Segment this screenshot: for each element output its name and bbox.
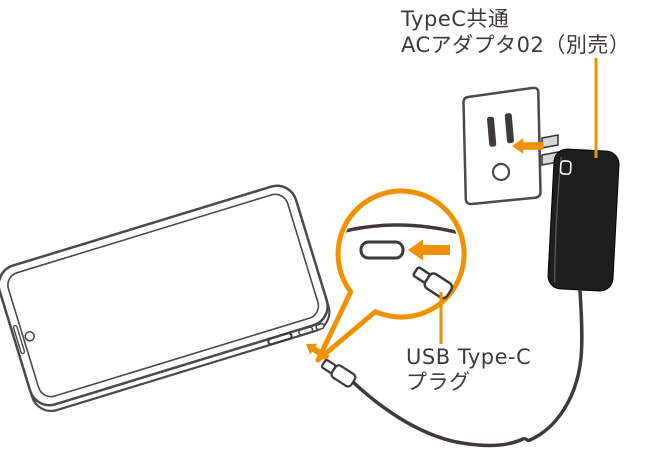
phone-screen	[7, 193, 320, 398]
port-zoom-callout-bubble	[315, 188, 467, 363]
adapter-label-line1: TypeC共通	[400, 7, 509, 31]
ac-adapter	[547, 148, 620, 292]
charging-cable	[351, 289, 584, 448]
plug-label-line2: プラグ	[406, 370, 471, 394]
ac-adapter-body	[547, 148, 620, 292]
zoom-usb-plug	[412, 266, 454, 300]
wall-outlet	[462, 86, 542, 206]
plug-body	[330, 364, 357, 388]
outlet-screw	[491, 162, 511, 182]
zoom-plug-body	[423, 272, 454, 300]
zoom-usb-port	[359, 240, 405, 260]
phone-notch-camera-icon	[24, 330, 36, 342]
phone-side-button-1	[298, 326, 314, 336]
outlet-slot-left	[487, 116, 497, 147]
phone-earpiece-slot	[12, 324, 26, 355]
phone-usb-port	[267, 332, 293, 346]
smartphone	[0, 184, 331, 412]
usb-type-c-plug	[320, 358, 357, 388]
plug-label-line1: USB Type-C	[406, 345, 531, 369]
phone-side-button-2	[315, 322, 325, 331]
outlet-slots	[487, 113, 514, 147]
zoom-phone-edge-top	[344, 223, 460, 235]
adapter-label-line2: ACアダプタ02（別売）	[401, 33, 630, 57]
outlet-plate	[462, 86, 542, 206]
adapter-detail-window	[559, 160, 572, 175]
outlet-slot-right	[504, 113, 514, 144]
phone-body	[0, 184, 329, 407]
